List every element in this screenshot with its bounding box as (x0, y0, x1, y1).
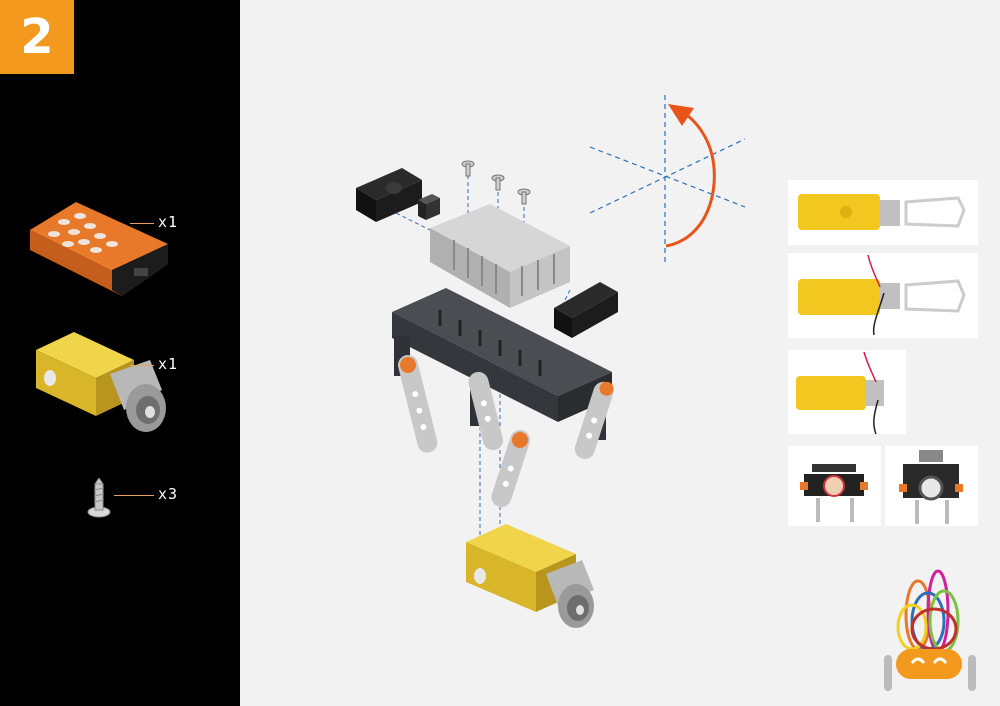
motor-leader-line (130, 365, 154, 366)
photo-assembly-front (788, 446, 881, 526)
battery-quantity: x1 (158, 213, 179, 231)
motor-quantity: x1 (158, 355, 179, 373)
gear-motor-assembly (466, 524, 594, 628)
battery-holder-icon (30, 202, 168, 296)
power-switch (418, 194, 440, 220)
axis-guide-icon (589, 95, 746, 265)
screw-quantity: x3 (158, 485, 179, 503)
photo-motor-wired (788, 253, 978, 338)
leg-links (398, 355, 614, 508)
photo-motor-plain (788, 180, 978, 245)
step-number: 2 (20, 9, 54, 65)
robot-mascot-icon (884, 569, 976, 691)
step-number-badge: 2 (0, 0, 74, 74)
end-cap-left (356, 168, 422, 222)
photo-assembly-angle (885, 446, 978, 526)
mounting-screws (461, 160, 531, 205)
parts-panel: 2 x1 x1 x3 (0, 0, 240, 706)
screw-icon (87, 478, 111, 518)
rotate-arrow-icon (665, 104, 716, 248)
battery-leader-line (130, 223, 154, 224)
photo-motor-side (788, 350, 906, 434)
gear-motor-icon (36, 332, 166, 432)
exploded-assembly-diagram (356, 160, 618, 628)
screw-leader-line (114, 495, 154, 496)
battery-housing (430, 204, 570, 308)
end-cap-right (554, 282, 618, 338)
